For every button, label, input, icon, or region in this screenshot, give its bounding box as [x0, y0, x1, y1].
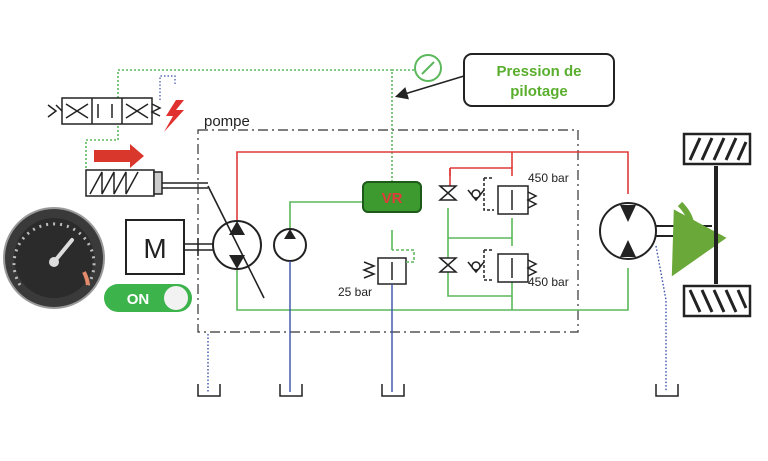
relief-top-label: 450 bar: [528, 171, 569, 185]
vr-label: VR: [382, 190, 403, 207]
pressure-gauge-icon: [414, 54, 442, 82]
toggle-label: ON: [127, 291, 150, 308]
relief-bottom-label: 450 bar: [528, 275, 569, 289]
pilot-valve-vr: VR: [362, 181, 422, 213]
upper-valve-block: [438, 177, 538, 215]
wheel-axle-icon: [682, 132, 752, 318]
high-pressure-lines: [236, 151, 629, 222]
rotation-arrow-icon: [671, 201, 727, 277]
drain-lines: [207, 245, 667, 392]
signal-line: [159, 75, 176, 100]
callout-line-2: pilotage: [510, 83, 568, 100]
pump-group-label: pompe: [204, 113, 250, 130]
charge-pump: [273, 228, 307, 262]
power-toggle[interactable]: ON: [104, 284, 192, 312]
variable-pump: [207, 185, 265, 299]
pilot-pressure-callout: Pression de pilotage: [394, 53, 615, 107]
pilot-relief-label: 25 bar: [338, 285, 372, 299]
tank-icon: [197, 384, 679, 397]
hydraulic-motor: [599, 202, 712, 260]
lightning-icon: [164, 100, 184, 132]
lower-valve-block: [438, 249, 538, 283]
speedometer-icon: [3, 207, 105, 309]
pilot-line: [85, 69, 415, 182]
servo-cylinder: [85, 169, 208, 197]
callout-line-1: Pression de: [496, 63, 581, 80]
directional-valve: [47, 97, 162, 125]
solenoid-arrow: [94, 144, 144, 168]
motor-label: M: [143, 233, 166, 264]
pump-group-frame: [197, 129, 579, 333]
motor-icon: M: [125, 219, 214, 275]
pilot-relief-valve: [361, 249, 415, 285]
